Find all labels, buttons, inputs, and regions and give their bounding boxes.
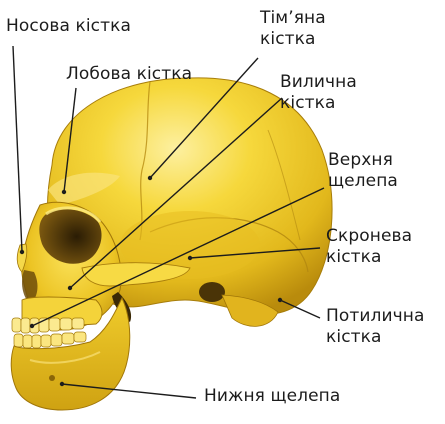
label-maxilla: Верхня щелепа	[328, 150, 398, 192]
label-nasal-bone: Носова кістка	[6, 16, 131, 37]
ear-canal-shape	[199, 282, 225, 302]
label-nasal-text: Носова кістка	[6, 16, 131, 37]
label-parietal-bone: Тім’яна кістка	[260, 8, 326, 50]
label-parietal-line1: Тім’яна	[260, 8, 326, 29]
label-zygomatic-bone: Вилична кістка	[280, 72, 357, 114]
label-occipital-line1: Потилична	[326, 306, 425, 327]
label-temporal-bone: Скронева кістка	[326, 226, 412, 268]
upper-teeth	[12, 318, 84, 333]
label-mandible: Нижня щелепа	[204, 386, 340, 407]
label-occipital-line2: кістка	[326, 327, 425, 348]
leader-line-nasal	[13, 46, 22, 252]
label-temporal-line2: кістка	[326, 247, 412, 268]
label-parietal-line2: кістка	[260, 29, 326, 50]
label-temporal-line1: Скронева	[326, 226, 412, 247]
label-frontal-text: Лобова кістка	[66, 64, 192, 85]
label-occipital-bone: Потилична кістка	[326, 306, 425, 348]
label-frontal-bone: Лобова кістка	[66, 64, 192, 85]
label-maxilla-line1: Верхня	[328, 150, 398, 171]
label-zygomatic-line2: кістка	[280, 93, 357, 114]
label-maxilla-line2: щелепа	[328, 171, 398, 192]
label-mandible-text: Нижня щелепа	[204, 386, 340, 407]
label-zygomatic-line1: Вилична	[280, 72, 357, 93]
mental-foramen	[49, 375, 55, 381]
